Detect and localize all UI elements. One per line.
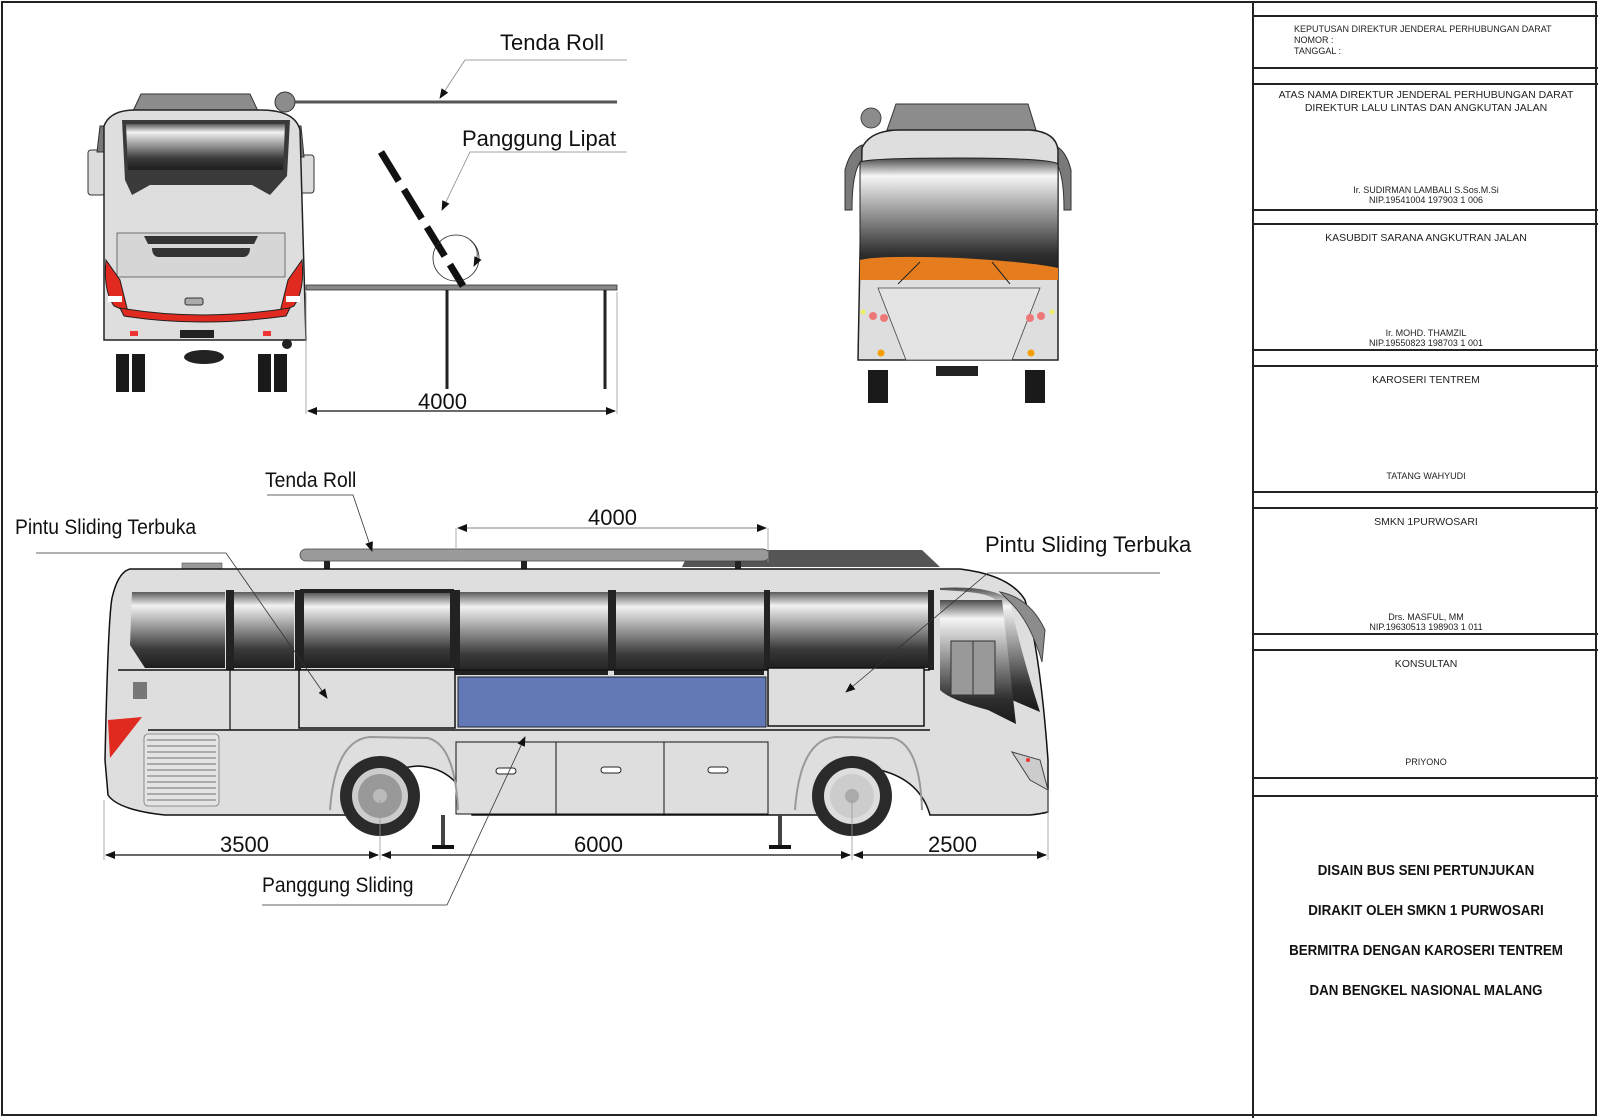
signatory-heading: KONSULTAN — [1394, 658, 1458, 670]
decree-title: KEPUTUSAN DIREKTUR JENDERAL PERHUBUNGAN … — [1294, 24, 1552, 34]
front-wheel — [812, 756, 892, 836]
signatory-cell-smkn: SMKN 1PURWOSARI Drs. MASFUL, MM NIP.1963… — [1254, 509, 1598, 635]
signatory-cell-karoseri: KAROSERI TENTREM TATANG WAHYUDI — [1254, 367, 1598, 493]
signatory-cell-kasubdit: KASUBDIT SARANA ANGKUTRAN JALAN Ir. MOHD… — [1254, 225, 1598, 351]
side-label-panggung-sliding: Panggung Sliding — [262, 874, 414, 897]
signatory-name: PRIYONO — [1405, 757, 1447, 767]
heading-line: ATAS NAMA DIREKTUR JENDERAL PERHUBUNGAN … — [1278, 89, 1574, 101]
title-block-spacer — [1254, 351, 1598, 367]
title-block-spacer — [1254, 779, 1598, 797]
side-view — [36, 494, 1160, 906]
side-dimension-wheelbase: 6000 — [574, 832, 623, 857]
signatory-heading: ATAS NAMA DIREKTUR JENDERAL PERHUBUNGAN … — [1254, 89, 1598, 115]
signatory-nip: NIP.19630513 198903 1 011 — [1369, 622, 1483, 632]
project-title-line: DIRAKIT OLEH SMKN 1 PURWOSARI — [1308, 903, 1544, 919]
title-block: KEPUTUSAN DIREKTUR JENDERAL PERHUBUNGAN … — [1252, 1, 1598, 1118]
signatory-name: Drs. MASFUL, MM — [1388, 612, 1464, 622]
signatory-name: TATANG WAHYUDI — [1386, 471, 1466, 481]
decree-cell: KEPUTUSAN DIREKTUR JENDERAL PERHUBUNGAN … — [1254, 17, 1598, 69]
decree-text: KEPUTUSAN DIREKTUR JENDERAL PERHUBUNGAN … — [1294, 24, 1552, 57]
side-label-pintu-sliding-left: Pintu Sliding Terbuka — [15, 516, 197, 539]
rear-label-panggung-lipat: Panggung Lipat — [462, 126, 617, 151]
project-title-line: DAN BENGKEL NASIONAL MALANG — [1309, 983, 1543, 999]
decree-tanggal: TANGGAL : — [1294, 46, 1342, 56]
signatory-heading: KAROSERI TENTREM — [1372, 374, 1480, 386]
side-dimension-tenda: 4000 — [588, 505, 637, 530]
project-title-cell: DISAIN BUS SENI PERTUNJUKAN DIRAKIT OLEH… — [1254, 797, 1598, 1116]
signatory-cell-konsultan: KONSULTAN PRIYONO — [1254, 651, 1598, 779]
rear-view — [87, 59, 627, 415]
signatory-nip: NIP.19541004 197903 1 006 — [1369, 195, 1483, 205]
rear-dimension-stage: 4000 — [418, 389, 467, 414]
title-block-spacer — [1254, 493, 1598, 509]
side-label-pintu-sliding-right: Pintu Sliding Terbuka — [985, 532, 1192, 557]
project-title-line: BERMITRA DENGAN KAROSERI TENTREM — [1289, 943, 1563, 959]
signatory-heading: SMKN 1PURWOSARI — [1374, 516, 1478, 528]
signatory-nip: NIP.19550823 198703 1 001 — [1369, 338, 1483, 348]
signatory-cell-dirjen: ATAS NAMA DIREKTUR JENDERAL PERHUBUNGAN … — [1254, 85, 1598, 211]
signatory-name: Ir. MOHD. THAMZIL — [1385, 328, 1467, 338]
heading-line: DIREKTUR LALU LINTAS DAN ANGKUTAN JALAN — [1304, 102, 1548, 114]
project-title-line: DISAIN BUS SENI PERTUNJUKAN — [1317, 863, 1535, 879]
rear-label-tenda-roll: Tenda Roll — [500, 30, 604, 55]
rear-wheel — [340, 756, 420, 836]
side-dimension-rear-overhang: 3500 — [220, 832, 269, 857]
decree-nomor: NOMOR : — [1294, 35, 1334, 45]
front-view — [844, 103, 1072, 403]
side-dimension-front-overhang: 2500 — [928, 832, 977, 857]
side-label-tenda-roll: Tenda Roll — [265, 469, 357, 492]
title-block-spacer — [1254, 1, 1598, 17]
title-block-spacer — [1254, 635, 1598, 651]
title-block-spacer — [1254, 211, 1598, 225]
signatory-name: Ir. SUDIRMAN LAMBALI S.Sos.M.Si — [1353, 185, 1499, 195]
signatory-heading: KASUBDIT SARANA ANGKUTRAN JALAN — [1325, 232, 1527, 244]
title-block-spacer — [1254, 69, 1598, 85]
